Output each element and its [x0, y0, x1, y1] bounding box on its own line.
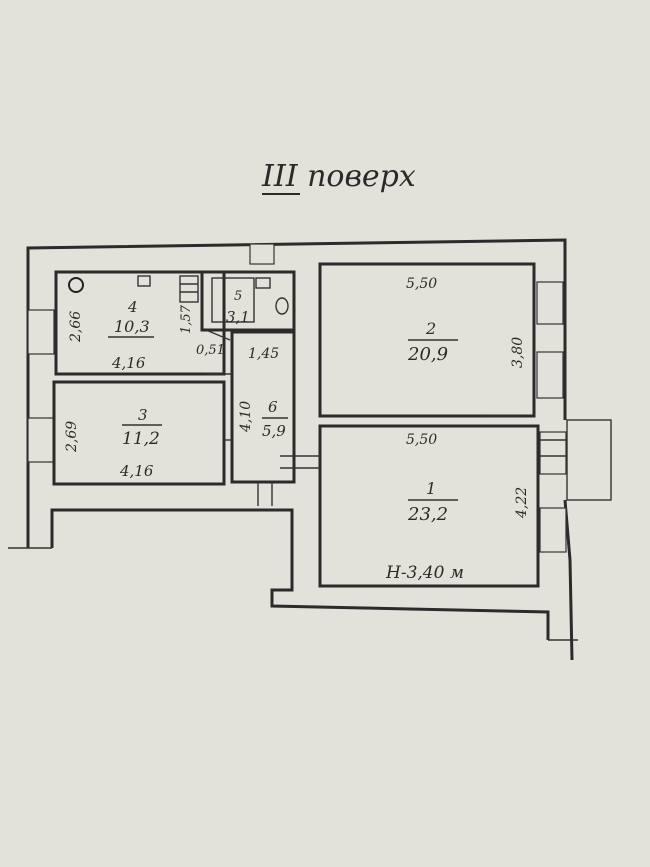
- washbasin-icon: [255, 277, 271, 289]
- window-room2-a: [536, 281, 564, 325]
- room-1: 5,50 1 23,2 4,22 H-3,40 м: [385, 432, 530, 583]
- window-room3: [27, 417, 55, 463]
- room-4-outline: [54, 270, 226, 376]
- outer-walls: [8, 238, 612, 661]
- room-4-area: 10,3: [114, 317, 150, 336]
- room-1-number: 1: [426, 479, 436, 498]
- toilet-icon: [275, 297, 289, 315]
- room-3: 3 11,2 4,16 2,69: [64, 406, 162, 480]
- room-6-width: 1,45: [248, 346, 279, 362]
- stair-icon: [179, 275, 199, 303]
- sink-icon: [137, 275, 151, 287]
- room-4-side: 1,57: [179, 304, 194, 334]
- room-3-depth: 2,69: [64, 421, 80, 453]
- window-room2-b: [536, 351, 564, 399]
- room-5-outline: [200, 270, 296, 332]
- room-2-area: 20,9: [407, 344, 448, 365]
- room-6: 0,51 1,45 6 5,9 4,10: [196, 343, 288, 440]
- ceiling-height-note: H-3,40 м: [385, 563, 464, 583]
- door-5: [205, 329, 231, 341]
- room-6-outline: [230, 330, 296, 484]
- room-4-width: 4,16: [111, 354, 146, 372]
- room-6-door-width: 0,51: [196, 343, 225, 358]
- room-6-number: 6: [268, 398, 278, 416]
- fixtures: [68, 275, 566, 506]
- window-room1-a: [539, 431, 567, 475]
- room-4: 4 10,3 4,16 2,66 1,57: [68, 298, 194, 372]
- bath-icon: [211, 277, 255, 323]
- floor-title: III поверх: [261, 159, 416, 194]
- room-1-width: 5,50: [406, 432, 437, 448]
- window-room4: [27, 309, 55, 355]
- windows: [27, 243, 567, 553]
- room-6-area: 5,9: [262, 422, 286, 440]
- room-2-number: 2: [425, 319, 436, 338]
- stove-icon: [68, 277, 84, 293]
- room-1-depth: 4,22: [514, 487, 530, 519]
- room-4-depth: 2,66: [68, 311, 84, 343]
- room-3-width: 4,16: [119, 462, 154, 480]
- room-5-number: 5: [234, 289, 242, 304]
- room-4-number: 4: [127, 298, 138, 316]
- room-6-length: 4,10: [238, 401, 254, 433]
- window-room1-b: [539, 507, 567, 553]
- room-5: 5 3,1: [226, 289, 250, 326]
- room-3-number: 3: [138, 406, 148, 424]
- room-2-depth: 3,80: [510, 337, 526, 368]
- room-outlines: [52, 262, 540, 588]
- window-top: [249, 243, 275, 265]
- room-3-area: 11,2: [122, 429, 160, 449]
- room-5-area: 3,1: [226, 308, 250, 326]
- room-3-outline: [52, 380, 226, 486]
- room-1-outline: [318, 424, 540, 588]
- room-1-area: 23,2: [407, 504, 448, 525]
- room-2-width: 5,50: [406, 276, 437, 292]
- room-2-outline: [318, 262, 536, 418]
- room-2: 5,50 2 20,9 3,80: [406, 276, 526, 368]
